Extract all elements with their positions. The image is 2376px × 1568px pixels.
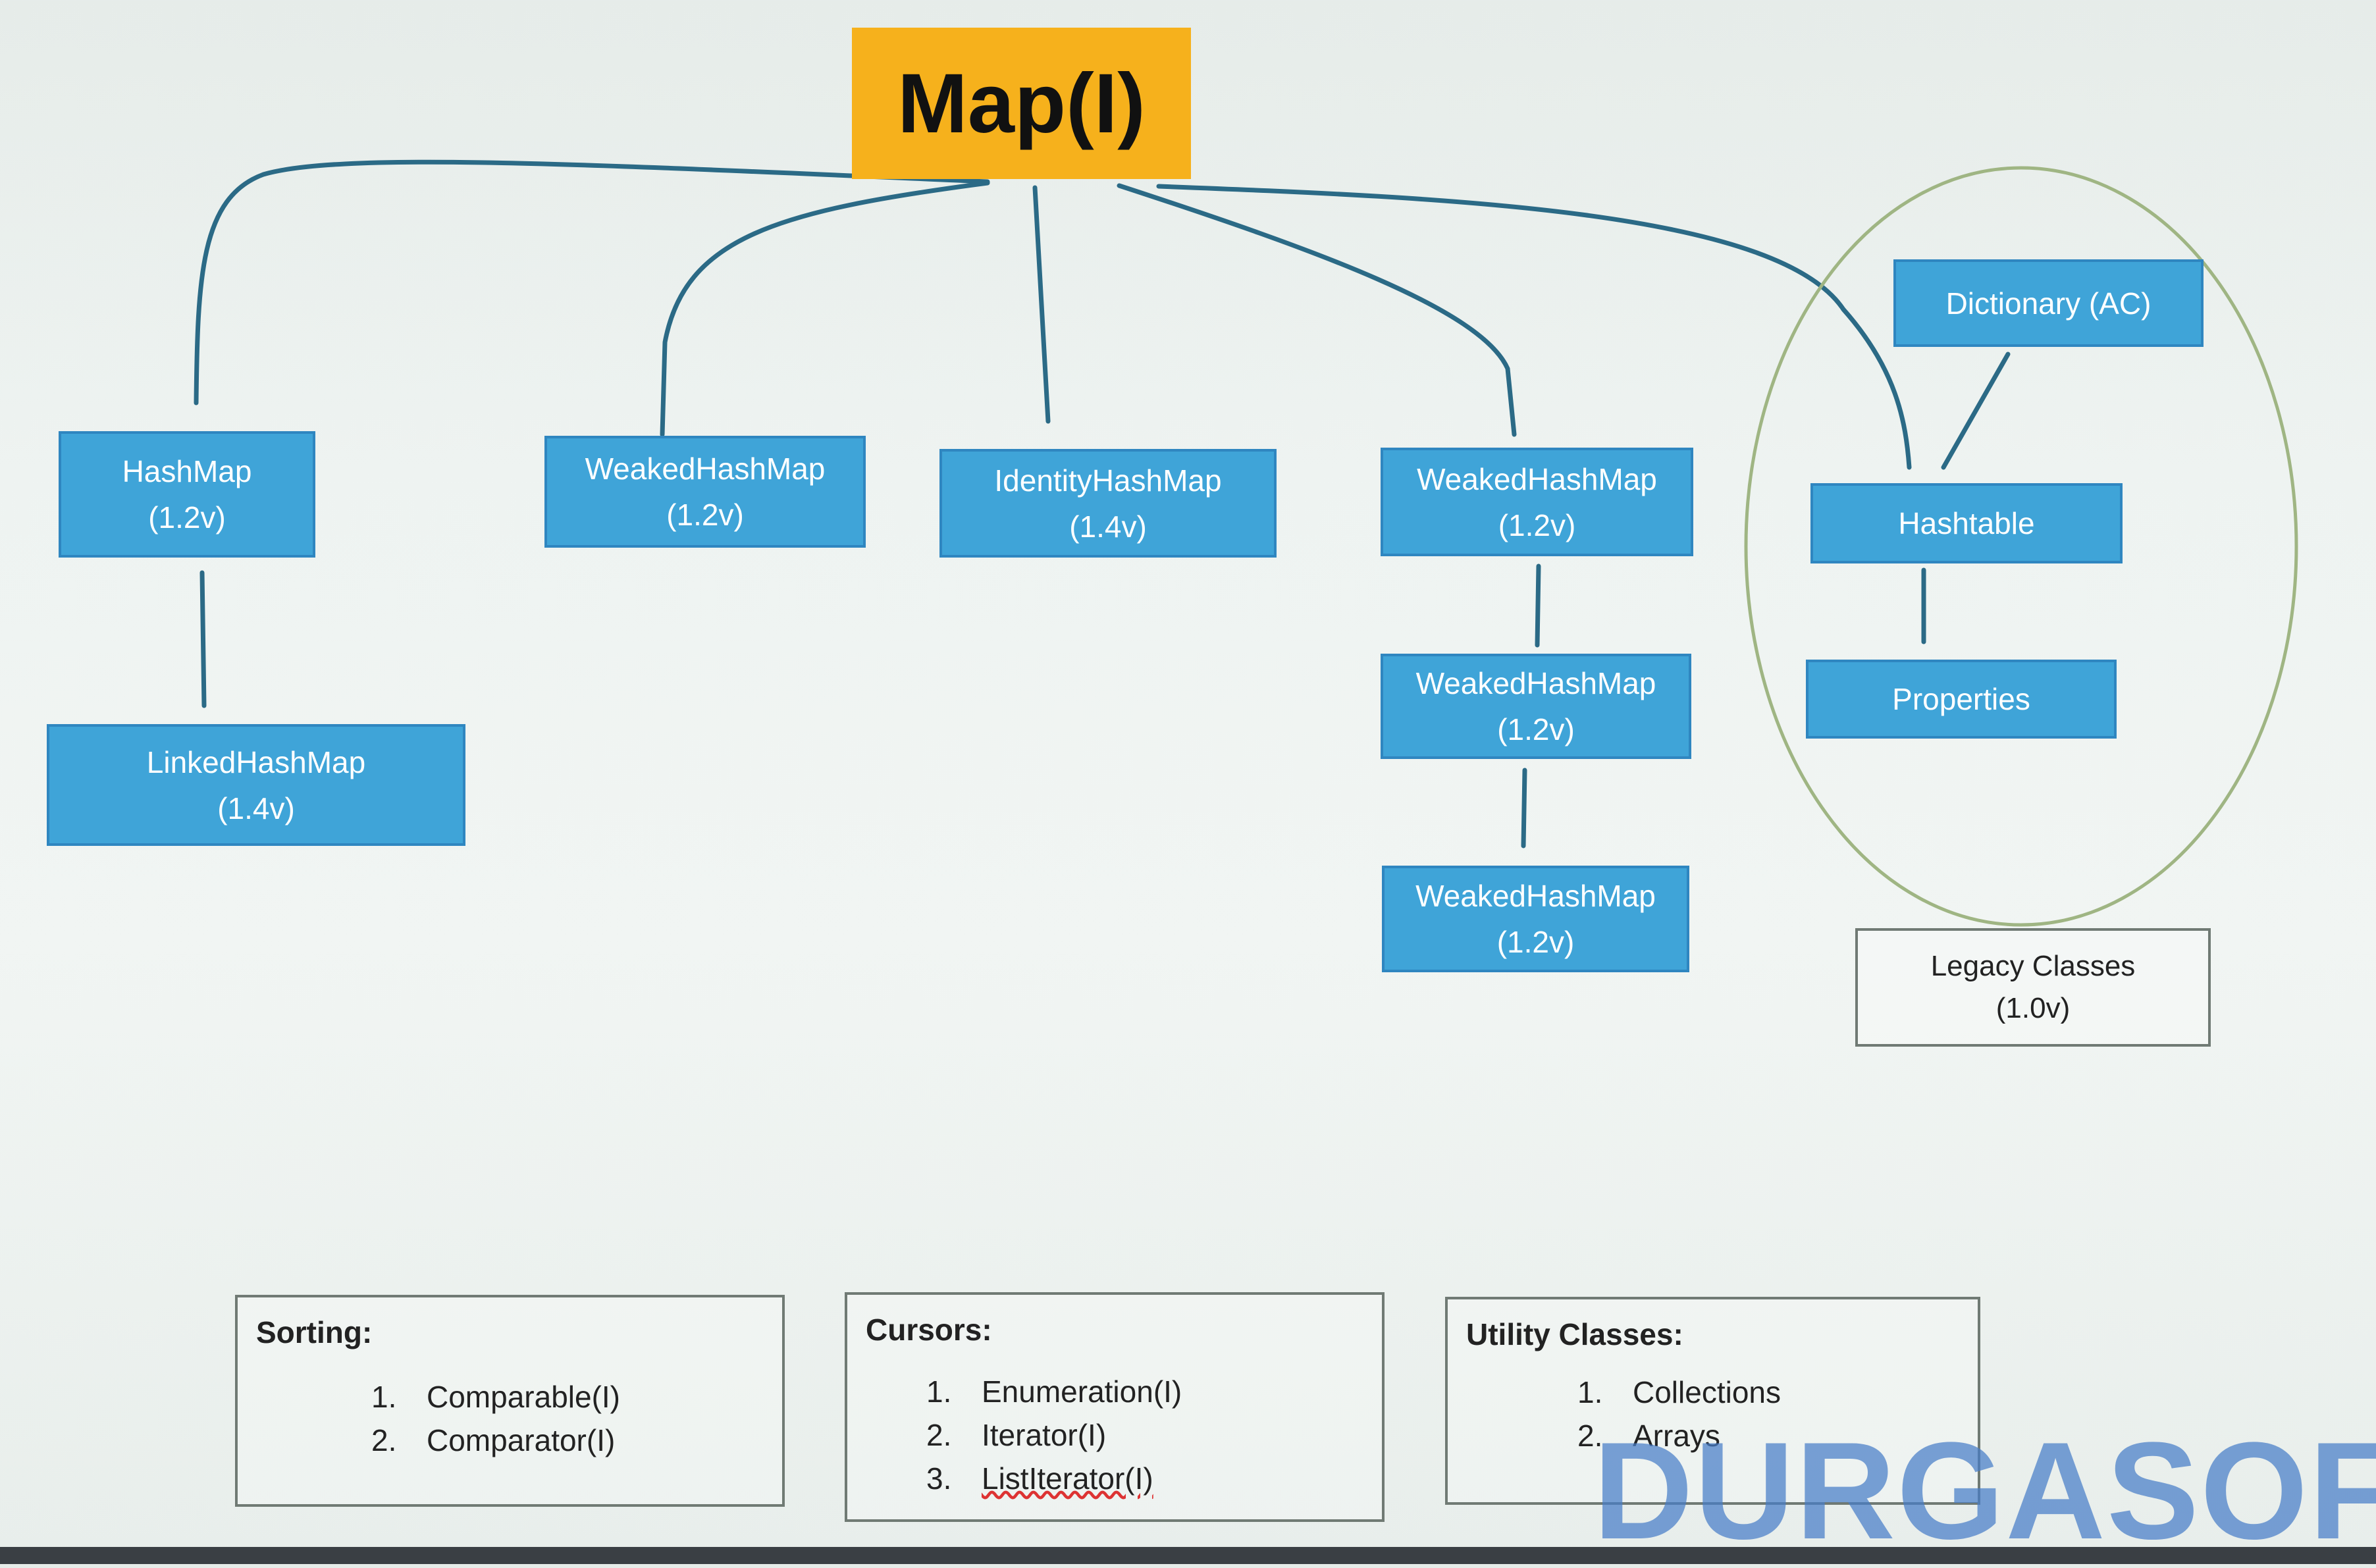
node-weakedhashmap-2-version: (1.2v) [1498, 508, 1576, 542]
cursors-item-iterator: Iterator(I) [982, 1418, 1107, 1452]
list-item: 2.Arrays [1577, 1419, 1720, 1453]
list-item: 2.Iterator(I) [926, 1418, 1107, 1452]
node-identityhashmap-name: IdentityHashMap [994, 463, 1222, 498]
legacy-classes-version: (1.0v) [1995, 992, 2071, 1024]
node-weakedhashmap-3-version: (1.2v) [1497, 712, 1575, 746]
node-linkedhashmap-version: (1.4v) [217, 791, 295, 825]
sorting-item-comparable: Comparable(I) [427, 1380, 620, 1414]
cursors-title: Cursors: [866, 1313, 992, 1347]
node-hashmap-name: HashMap [122, 454, 252, 488]
connector-weakedhashmap-2-to-3 [1535, 563, 1541, 648]
list-item: 1.Enumeration(I) [926, 1374, 1182, 1409]
node-hashmap: HashMap (1.2v) [59, 431, 315, 558]
node-weakedhashmap-3-name: WeakedHashMap [1415, 666, 1656, 700]
node-identityhashmap-version: (1.4v) [1069, 509, 1147, 544]
cursors-item-listiterator: ListIterator(I) [982, 1461, 1153, 1496]
node-hashtable-name: Hashtable [1898, 506, 2035, 540]
root-node-label: Map(I) [897, 56, 1146, 151]
connector-hashmap-to-linkedhashmap [199, 570, 207, 708]
legacy-classes-title: Legacy Classes [1930, 950, 2136, 982]
sorting-title: Sorting: [256, 1315, 373, 1349]
root-node-map-interface: Map(I) [852, 28, 1191, 179]
node-hashtable: Hashtable [1810, 483, 2123, 563]
connector-map-to-weakedhashmap-2 [1117, 183, 1517, 437]
node-weakedhashmap-4-version: (1.2v) [1496, 925, 1575, 959]
page-bottom-bar [0, 1547, 2376, 1564]
cursors-item-enumeration: Enumeration(I) [982, 1374, 1182, 1409]
node-dictionary-name: Dictionary (AC) [1945, 286, 2152, 321]
connector-weakedhashmap-3-to-4 [1521, 768, 1527, 849]
list-item: 1.Collections [1577, 1375, 1781, 1409]
connector-map-to-identityhashmap [1032, 185, 1051, 424]
node-dictionary: Dictionary (AC) [1893, 259, 2204, 347]
utility-classes-list: 1.Collections 2.Arrays [1577, 1371, 1781, 1457]
list-item: 1.Comparable(I) [371, 1380, 620, 1414]
node-weakedhashmap-1-name: WeakedHashMap [585, 452, 826, 486]
connector-dictionary-to-hashtable [1941, 352, 2011, 470]
sorting-item-comparator: Comparator(I) [427, 1423, 616, 1457]
node-weakedhashmap-1: WeakedHashMap (1.2v) [544, 436, 866, 548]
legacy-classes-ellipse [1744, 166, 2298, 927]
utility-classes-box: Utility Classes: 1.Collections 2.Arrays [1445, 1297, 1980, 1505]
utility-item-collections: Collections [1633, 1375, 1781, 1409]
connector-map-to-weakedhashmap-1 [660, 180, 990, 437]
node-identityhashmap: IdentityHashMap (1.4v) [939, 449, 1277, 558]
node-weakedhashmap-1-version: (1.2v) [666, 498, 744, 532]
watermark-logo-text: DURGASOF [1593, 1413, 2376, 1568]
sorting-box: Sorting: 1.Comparable(I) 2.Comparator(I) [235, 1295, 785, 1507]
node-linkedhashmap-name: LinkedHashMap [146, 745, 366, 779]
list-item: 2.Comparator(I) [371, 1423, 616, 1457]
node-weakedhashmap-2-name: WeakedHashMap [1417, 461, 1657, 496]
connector-map-to-hashtable [1156, 184, 1912, 470]
cursors-box: Cursors: 1.Enumeration(I) 2.Iterator(I) … [845, 1292, 1385, 1522]
node-weakedhashmap-2: WeakedHashMap (1.2v) [1381, 448, 1693, 556]
node-linkedhashmap: LinkedHashMap (1.4v) [47, 724, 465, 846]
node-weakedhashmap-4: WeakedHashMap (1.2v) [1382, 866, 1689, 972]
cursors-list: 1.Enumeration(I) 2.Iterator(I) 3.ListIte… [926, 1370, 1182, 1500]
sorting-list: 1.Comparable(I) 2.Comparator(I) [371, 1375, 620, 1462]
node-properties-name: Properties [1892, 682, 2030, 716]
node-weakedhashmap-3: WeakedHashMap (1.2v) [1381, 654, 1691, 759]
utility-classes-title: Utility Classes: [1466, 1317, 1683, 1351]
utility-item-arrays: Arrays [1633, 1419, 1720, 1453]
connector-map-to-hashmap [194, 159, 990, 405]
legacy-classes-label: Legacy Classes (1.0v) [1855, 928, 2211, 1047]
node-hashmap-version: (1.2v) [148, 500, 226, 535]
node-properties: Properties [1806, 660, 2117, 739]
list-item: 3.ListIterator(I) [926, 1461, 1153, 1496]
node-weakedhashmap-4-name: WeakedHashMap [1415, 879, 1656, 913]
